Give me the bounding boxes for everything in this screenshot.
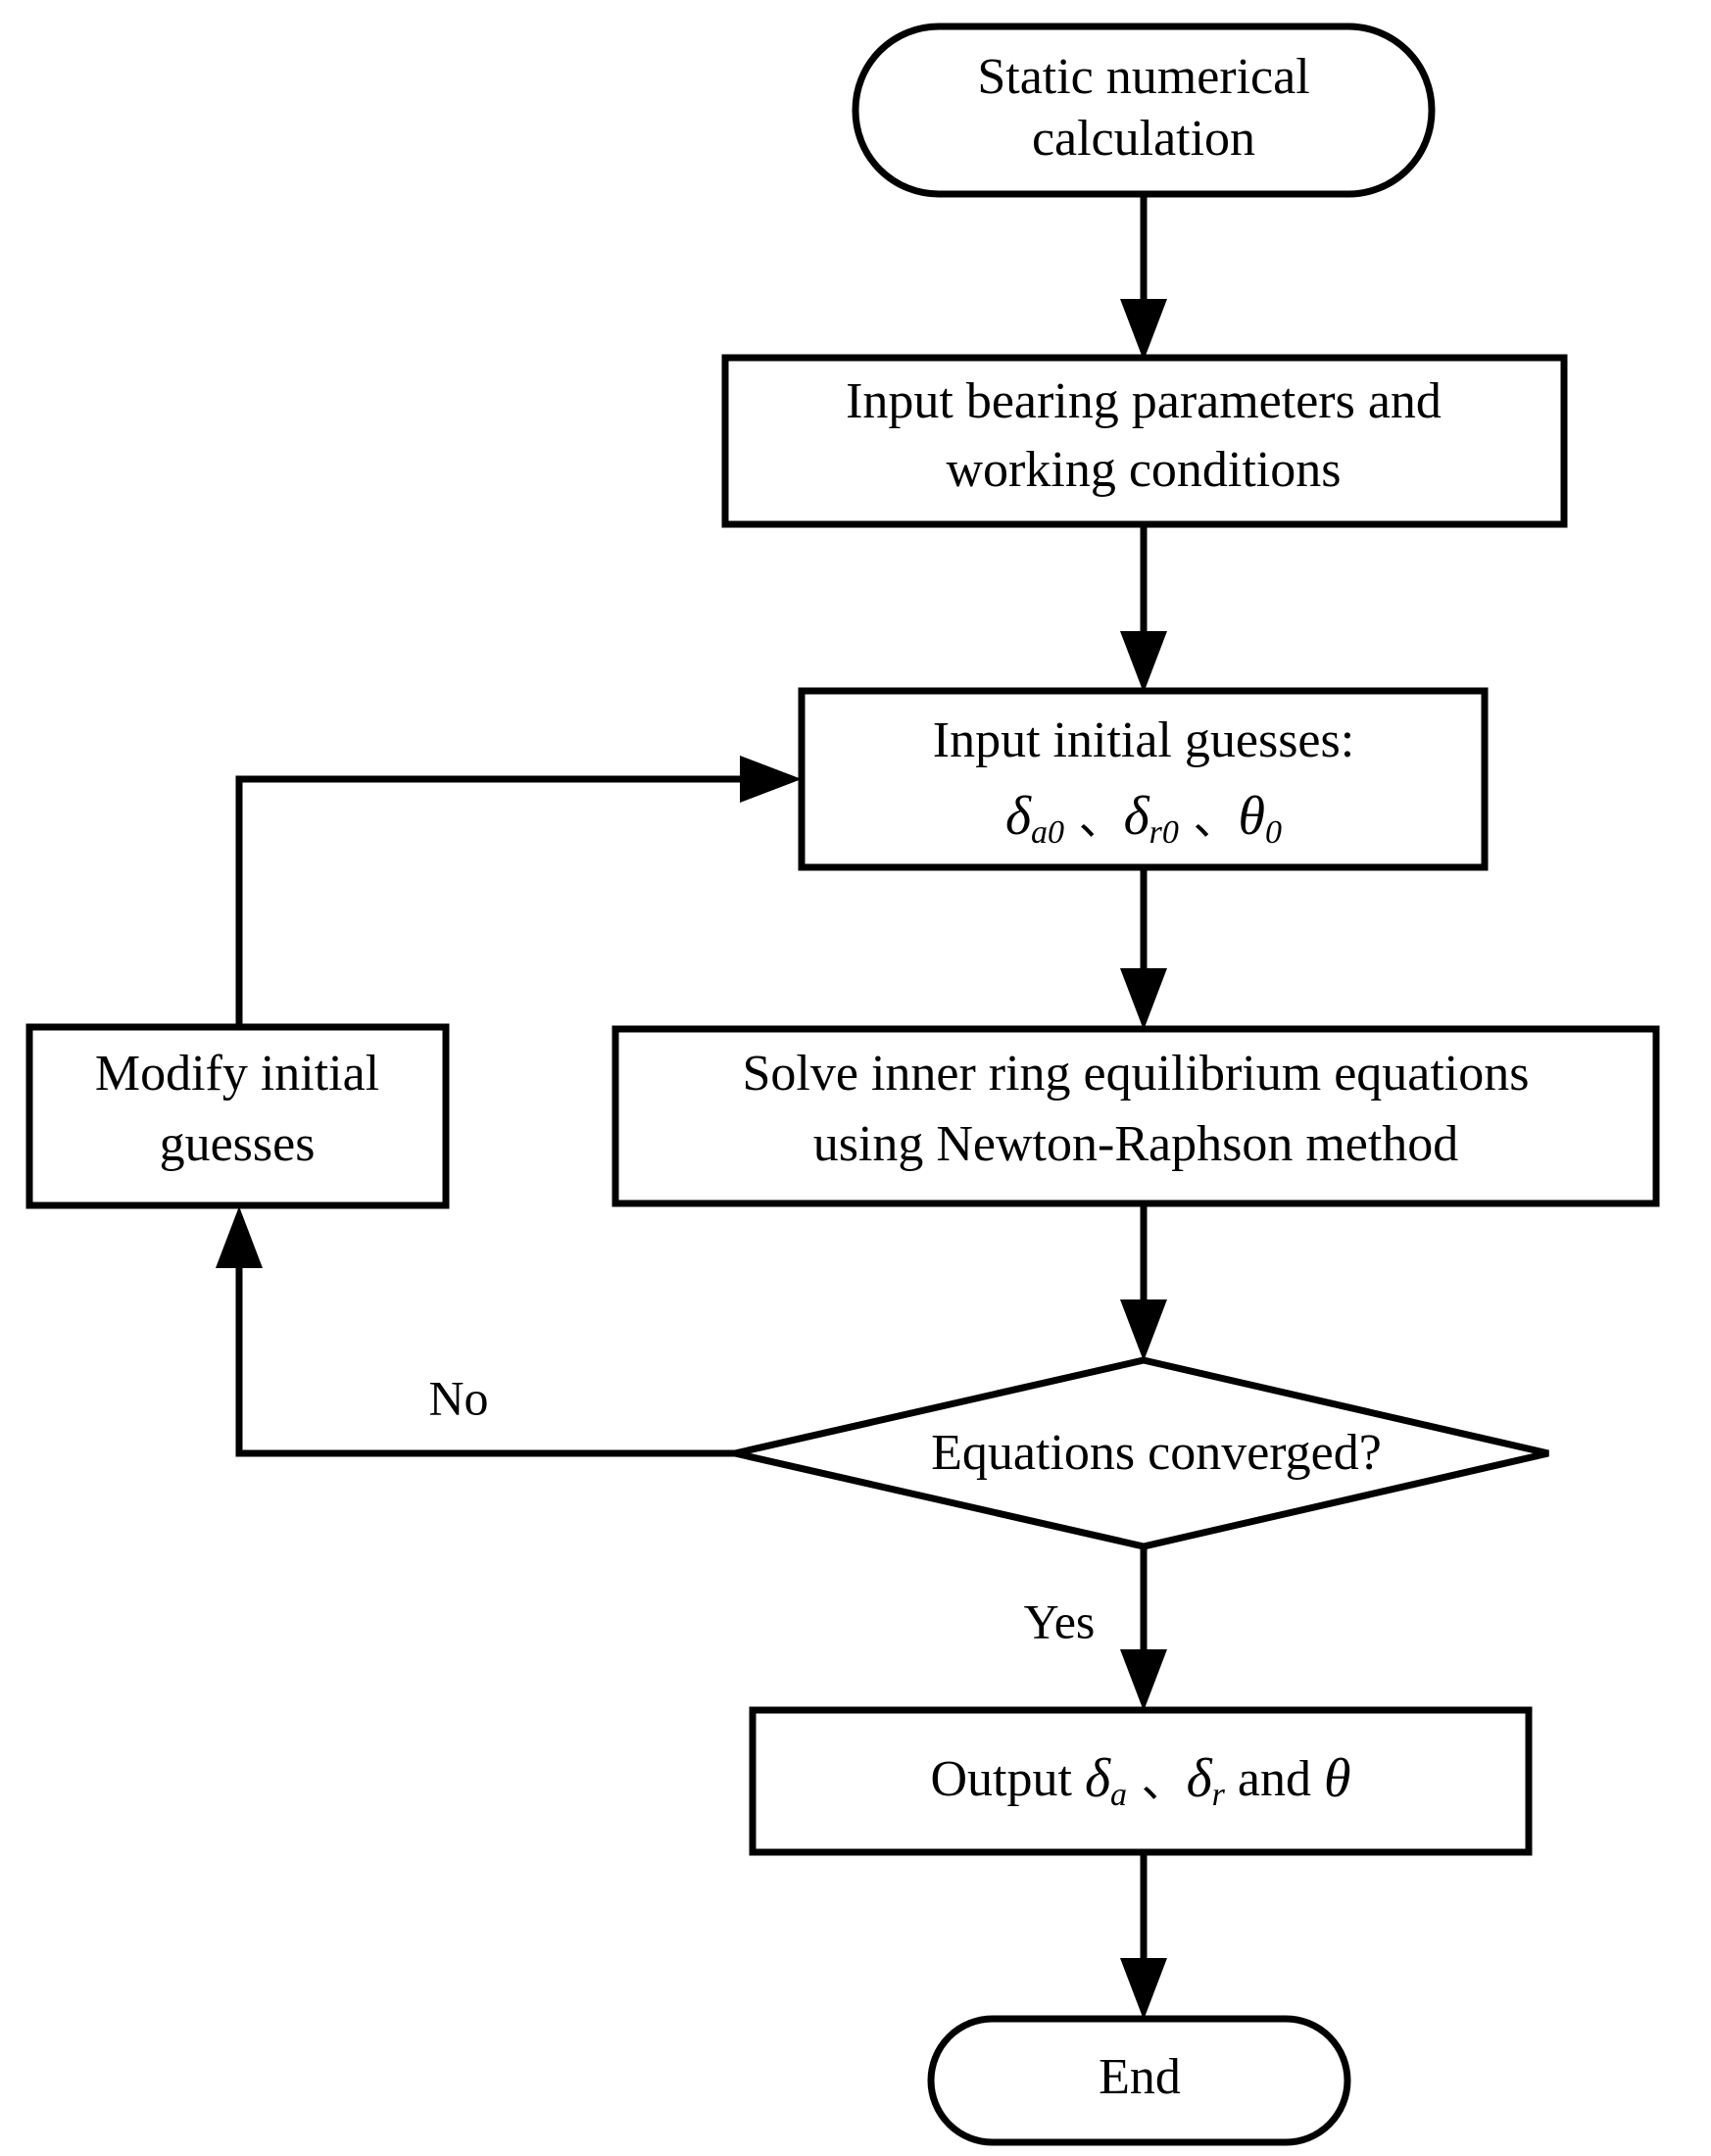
decision-label: Equations converged?	[931, 1425, 1382, 1481]
edge-decision-to-modify-no	[216, 1206, 735, 1457]
input-params-shape	[721, 354, 1568, 528]
start-label-line1: Static numerical	[977, 49, 1309, 105]
input-guesses-symbols: δa0 、δr0 、θ0	[1005, 786, 1282, 851]
node-solve-equations[interactable]: Solve inner ring equilibrium equations u…	[611, 1025, 1660, 1207]
delta-a-subscript: a	[1110, 1777, 1127, 1813]
edge-input-guesses-to-solve	[1120, 867, 1167, 1030]
svg-text:Output δa 、δr and θ: Output δa 、δr and θ	[931, 1748, 1351, 1813]
solve-equations-label-line2: using Newton-Raphson method	[813, 1116, 1459, 1172]
theta-symbol: θ	[1324, 1748, 1351, 1809]
edge-decision-to-output-yes	[1120, 1546, 1167, 1711]
end-label: End	[1099, 2049, 1181, 2105]
edge-input-params-to-input-guesses	[1120, 524, 1167, 693]
separator-2: 、	[1179, 792, 1239, 845]
node-start[interactable]: Static numerical calculation	[852, 23, 1436, 198]
delta-r-symbol: δ	[1187, 1748, 1213, 1809]
solve-equations-shape	[611, 1025, 1660, 1207]
edge-label-yes: Yes	[1024, 1593, 1096, 1648]
node-input-guesses[interactable]: Input initial guesses: δa0 、δr0 、θ0	[798, 687, 1489, 871]
modify-guesses-label-line2: guesses	[160, 1116, 316, 1172]
edge-output-to-end	[1120, 1852, 1167, 2020]
node-decision-converged[interactable]: Equations converged?	[734, 1356, 1549, 1550]
input-guesses-label-line1: Input initial guesses:	[933, 712, 1354, 768]
edge-modify-to-input-guesses	[235, 756, 802, 1027]
input-params-label-line1: Input bearing parameters and	[846, 373, 1442, 429]
start-shape	[852, 23, 1436, 198]
edge-solve-to-decision	[1120, 1203, 1167, 1361]
modify-guesses-label-line1: Modify initial	[95, 1046, 379, 1102]
output-results-label: Output δa 、δr and θ	[931, 1748, 1351, 1813]
end-shape	[927, 2015, 1351, 2146]
separator-3: 、	[1127, 1754, 1187, 1807]
modify-guesses-shape	[25, 1023, 450, 1209]
theta-0-subscript: 0	[1265, 814, 1282, 851]
delta-a0-symbol: δ	[1005, 786, 1032, 847]
delta-a-symbol: δ	[1085, 1748, 1111, 1809]
output-results-shape	[749, 1706, 1533, 1856]
input-guesses-shape	[798, 687, 1489, 871]
input-params-label-line2: working conditions	[947, 442, 1342, 498]
svg-text:δa0 、δr0 、θ0: δa0 、δr0 、θ0	[1005, 786, 1282, 851]
edge-label-no: No	[428, 1370, 488, 1425]
node-input-params[interactable]: Input bearing parameters and working con…	[721, 354, 1568, 528]
start-label-line2: calculation	[1032, 111, 1255, 167]
separator-1: 、	[1064, 792, 1124, 845]
decision-shape	[734, 1356, 1549, 1550]
delta-r0-subscript: r0	[1149, 814, 1179, 851]
node-output-results[interactable]: Output δa 、δr and θ	[749, 1706, 1533, 1856]
solve-equations-label-line1: Solve inner ring equilibrium equations	[743, 1046, 1530, 1102]
theta-0-symbol: θ	[1239, 786, 1266, 847]
output-prefix: Output	[931, 1751, 1085, 1807]
delta-r0-symbol: δ	[1124, 786, 1150, 847]
delta-a0-subscript: a0	[1031, 814, 1064, 851]
output-mid: and	[1225, 1751, 1324, 1807]
delta-r-subscript: r	[1212, 1777, 1226, 1813]
node-end[interactable]: End	[927, 2015, 1351, 2146]
edge-start-to-input-params	[1120, 194, 1167, 361]
node-modify-guesses[interactable]: Modify initial guesses	[25, 1023, 450, 1209]
